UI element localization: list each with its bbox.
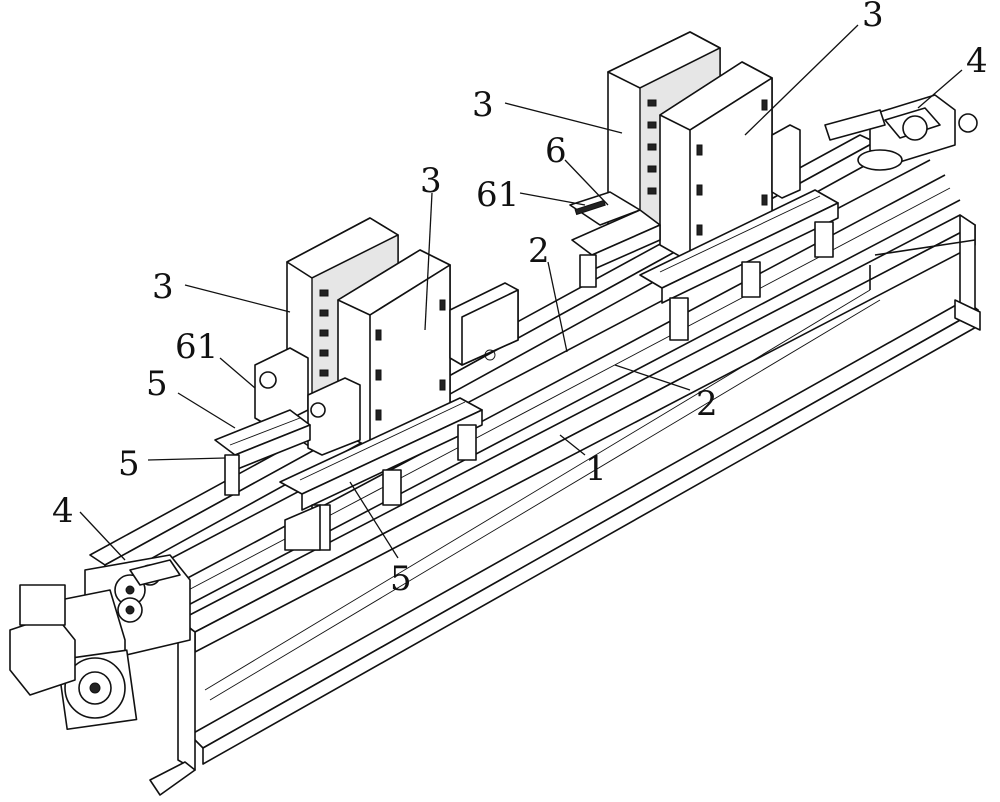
- left-small-box-front: [307, 377, 361, 456]
- reference-labels: 3 4 3 6 61 3 2 3 61 5 2 5 1 4 5: [52, 0, 988, 599]
- label-4-right: 4: [966, 41, 988, 81]
- left-control-box: [449, 282, 519, 366]
- label-5-c: 5: [390, 559, 412, 599]
- label-3-left: 3: [152, 267, 174, 307]
- right-front-cabinet: [659, 61, 773, 263]
- label-5-b: 5: [118, 444, 140, 484]
- left-front-carriage: [279, 397, 483, 551]
- right-rear-carriage: [571, 209, 661, 288]
- right-control-box: [771, 124, 801, 199]
- left-drive-unit: [9, 554, 191, 731]
- label-3-mid: 3: [420, 161, 442, 201]
- label-1: 1: [585, 449, 607, 489]
- left-small-box-rear: [254, 347, 309, 429]
- label-2-lower: 2: [696, 384, 718, 424]
- label-2-upper: 2: [528, 231, 550, 271]
- label-6: 6: [545, 131, 567, 171]
- label-4-left: 4: [52, 491, 74, 531]
- leader-lines: [79, 24, 963, 561]
- label-3-top-right: 3: [862, 0, 884, 35]
- label-3-upper: 3: [472, 85, 494, 125]
- label-5-a: 5: [146, 364, 168, 404]
- label-61-left: 61: [175, 327, 218, 367]
- label-61-right: 61: [476, 175, 519, 215]
- right-drive-unit: [824, 94, 978, 171]
- right-rear-cabinet-slots: [647, 99, 657, 195]
- left-rear-cabinet-slots: [319, 289, 329, 377]
- left-front-cabinet: [337, 249, 451, 449]
- right-front-carriage: [639, 189, 839, 341]
- left-rear-carriage: [214, 409, 311, 496]
